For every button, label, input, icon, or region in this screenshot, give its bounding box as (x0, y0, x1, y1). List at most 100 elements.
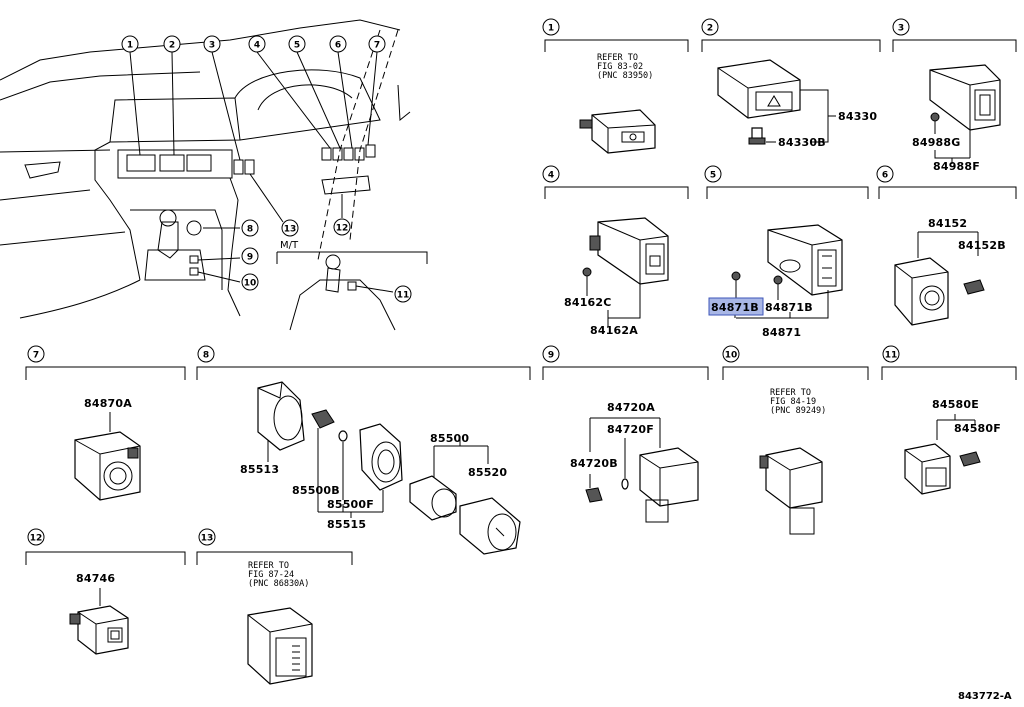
svg-text:11: 11 (397, 291, 410, 301)
panel-10: 10 REFER TO FIG 84-19 (PNC 89249) (722, 345, 869, 535)
panel-11: 11 84580E 84580F (881, 345, 1017, 495)
svg-text:84580E: 84580E (932, 398, 979, 411)
part-84871-switch[interactable] (767, 224, 843, 296)
part-85515-holder[interactable] (359, 423, 403, 491)
svg-text:85513: 85513 (240, 463, 279, 476)
part-10-switch[interactable] (759, 447, 823, 535)
svg-text:8: 8 (247, 225, 253, 235)
part-84746-switch[interactable] (69, 605, 129, 655)
callout-2[interactable]: 2 (163, 35, 181, 53)
svg-text:REFER TO: REFER TO (597, 53, 638, 63)
svg-text:84871: 84871 (762, 326, 801, 339)
svg-text:2: 2 (169, 41, 175, 51)
svg-text:FIG 83-02: FIG 83-02 (597, 62, 643, 72)
svg-text:85520: 85520 (468, 466, 507, 479)
callout-11[interactable]: 11 (394, 285, 412, 303)
svg-text:84330B: 84330B (778, 136, 826, 149)
svg-text:FIG 87-24: FIG 87-24 (248, 570, 294, 580)
overview-callouts: 1 2 3 4 5 6 7 8 9 10 11 12 13 (121, 35, 412, 303)
svg-text:84162C: 84162C (564, 296, 612, 309)
diagram-code: 843772-A (958, 691, 1012, 702)
svg-text:9: 9 (247, 253, 253, 263)
svg-text:3: 3 (898, 24, 904, 34)
callout-6[interactable]: 6 (329, 35, 347, 53)
svg-text:85500B: 85500B (292, 484, 340, 497)
part-84871b-bulb-right[interactable] (773, 275, 783, 285)
callout-10[interactable]: 10 (241, 273, 259, 291)
svg-text:13: 13 (201, 534, 214, 544)
part-85500f-clip[interactable] (338, 430, 348, 442)
part-84162a-switch[interactable] (589, 217, 669, 285)
part-84580f-bulb[interactable] (959, 451, 981, 467)
callout-5[interactable]: 5 (288, 35, 306, 53)
svg-text:9: 9 (548, 351, 554, 361)
part-84720a-switch[interactable] (639, 447, 699, 523)
svg-text:(PNC 86830A): (PNC 86830A) (248, 579, 309, 589)
part-84162c-bulb[interactable] (582, 267, 592, 277)
svg-text:84720F: 84720F (607, 423, 654, 436)
svg-text:13: 13 (284, 225, 297, 235)
callout-3[interactable]: 3 (203, 35, 221, 53)
svg-text:84152B: 84152B (958, 239, 1006, 252)
svg-text:84330: 84330 (838, 110, 877, 123)
svg-text:REFER TO: REFER TO (770, 388, 811, 398)
svg-text:85515: 85515 (327, 518, 366, 531)
part-85513-socket[interactable] (257, 381, 305, 451)
part-84988g-bulb[interactable] (930, 112, 940, 122)
svg-text:4: 4 (548, 171, 554, 181)
svg-text:84746: 84746 (76, 572, 115, 585)
callout-12[interactable]: 12 (333, 218, 351, 236)
svg-text:2: 2 (707, 24, 713, 34)
svg-text:84988F: 84988F (933, 160, 980, 173)
part-84330b-bulb[interactable] (748, 127, 766, 145)
part-84152-switch[interactable] (894, 257, 949, 326)
panel-6: 6 84152 84152B (876, 165, 1017, 326)
part-85520-lighter[interactable] (409, 475, 457, 521)
svg-text:85500F: 85500F (327, 498, 374, 511)
part-85500-lighter-knob[interactable] (459, 497, 521, 555)
svg-text:12: 12 (30, 534, 43, 544)
svg-text:84870A: 84870A (84, 397, 132, 410)
callout-7[interactable]: 7 (368, 35, 386, 53)
svg-text:6: 6 (335, 41, 341, 51)
svg-text:(PNC 83950): (PNC 83950) (597, 71, 653, 81)
part-84720f-clip[interactable] (621, 478, 629, 490)
panel-4: 4 84162C 84162A (542, 165, 689, 337)
panel-5: 5 84871B 84871B 84871 (704, 165, 869, 339)
highlighted-part-84871b[interactable] (708, 297, 764, 316)
svg-text:1: 1 (127, 41, 133, 51)
highlighted-part-label: 84871B (711, 301, 759, 314)
svg-text:84580F: 84580F (954, 422, 1001, 435)
part-84330-switch[interactable] (717, 59, 801, 119)
part-13-switch[interactable] (247, 607, 313, 685)
part-84580e-switch[interactable] (904, 443, 951, 495)
callout-13[interactable]: 13 (281, 219, 299, 237)
part-84988f-switch[interactable] (929, 64, 1001, 131)
panel-2: 2 84330 84330B (701, 18, 881, 149)
part-85500b-bulb[interactable] (311, 409, 335, 429)
interior-overview: M/T (0, 19, 428, 331)
svg-text:84988G: 84988G (912, 136, 961, 149)
part-84720b-bulb[interactable] (585, 487, 603, 503)
panel-8: 8 85513 85500B 85500F 85515 85500 85520 (196, 345, 531, 555)
panel-3: 3 84988G 84988F (892, 18, 1017, 173)
svg-text:FIG 84-19: FIG 84-19 (770, 397, 816, 407)
svg-text:1: 1 (548, 24, 554, 34)
part-84870a-switch[interactable] (74, 431, 141, 501)
callout-9[interactable]: 9 (241, 247, 259, 265)
part-84871b-bulb-left[interactable] (731, 271, 741, 281)
callout-1[interactable]: 1 (121, 35, 139, 53)
svg-text:84720B: 84720B (570, 457, 618, 470)
svg-text:8: 8 (203, 351, 209, 361)
svg-text:85500: 85500 (430, 432, 469, 445)
callout-4[interactable]: 4 (248, 35, 266, 53)
part-84152b-bulb[interactable] (963, 279, 985, 295)
svg-text:4: 4 (254, 41, 260, 51)
svg-text:(PNC 89249): (PNC 89249) (770, 406, 826, 416)
callout-8[interactable]: 8 (241, 219, 259, 237)
part-1-switch[interactable] (579, 109, 656, 154)
panel-13: 13 REFER TO FIG 87-24 (PNC 86830A) (196, 528, 353, 685)
svg-text:84162A: 84162A (590, 324, 638, 337)
svg-text:10: 10 (244, 279, 257, 289)
